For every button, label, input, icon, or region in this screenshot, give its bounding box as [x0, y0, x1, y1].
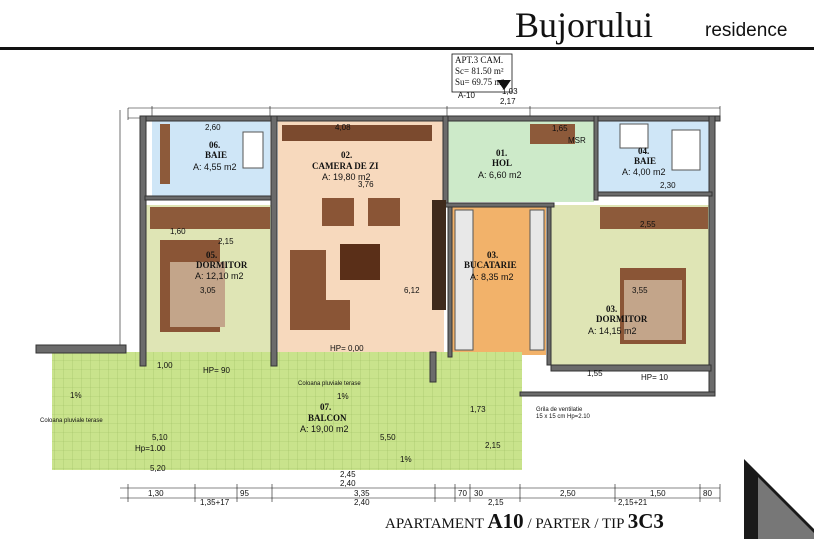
bottom-dimensions: 1,30 1,35+17 95 3,35 2,40 70 30 2,15 2,5… — [148, 489, 712, 507]
room-fill-hol — [444, 120, 532, 202]
note-hp90: HP= 90 — [203, 366, 230, 375]
note-grila-1: Grila de ventilatie — [536, 407, 583, 413]
bdim-250: 2,50 — [560, 489, 576, 498]
bdim-240: 2,40 — [354, 498, 370, 507]
room-02-num: 02. — [341, 150, 352, 160]
dim-305: 3,05 — [200, 286, 216, 295]
dim-520: 5,20 — [150, 464, 166, 473]
note-msr: MSR — [568, 136, 586, 145]
note-grila-2: 15 x 15 cm Hp=2.10 — [536, 414, 591, 420]
bdim-70: 70 — [458, 489, 467, 498]
room-labels: 06. BAIE A: 4,55 m2 02. CAMERA DE ZI A: … — [193, 140, 666, 434]
room-01-area: A: 6,60 m2 — [478, 170, 522, 180]
note-slope-3: 1% — [400, 455, 412, 464]
room-06-num: 06. — [209, 140, 220, 150]
walls — [35, 115, 721, 397]
dim-240: 2,40 — [340, 479, 356, 488]
project-subtitle: residence — [705, 20, 788, 41]
furniture — [150, 123, 708, 351]
bdim-95: 95 — [240, 489, 249, 498]
note-hp10: HP= 10 — [641, 373, 668, 382]
room-01-name: HOL — [492, 158, 512, 168]
room-03b-name: BUCATARIE — [464, 260, 517, 270]
dim-217: 2,17 — [500, 97, 516, 106]
dim-376: 3,76 — [358, 180, 374, 189]
bdim-80: 80 — [703, 489, 712, 498]
apartment-info-box: APT.3 CAM. Sc= 81.50 m² Su= 69.75 m² A-1… — [451, 53, 518, 106]
room-03b-num: 03. — [487, 250, 498, 260]
dim-160: 1,60 — [170, 227, 186, 236]
header-rule — [0, 47, 814, 50]
bdim-335: 3,35 — [354, 489, 370, 498]
note-hp000: HP= 0,00 — [330, 344, 364, 353]
dim-230: 2,30 — [660, 181, 676, 190]
apt-su: Su= 69.75 m² — [455, 77, 504, 87]
room-02-area: A: 19,80 m2 — [322, 172, 371, 182]
dim-408: 4,08 — [335, 123, 351, 132]
room-03d-num: 03. — [606, 304, 617, 314]
apt-sc: Sc= 81.50 m² — [455, 66, 504, 76]
note-coloana-1: Coloana pluviale terase — [298, 381, 361, 387]
room-03d-area: A: 14,15 m2 — [588, 326, 637, 336]
dim-173: 1,73 — [470, 405, 486, 414]
room-07-area: A: 19,00 m2 — [300, 424, 349, 434]
room-03d-name: DORMITOR — [596, 314, 648, 324]
header: Bujorului residence — [0, 0, 814, 52]
room-06-area: A: 4,55 m2 — [193, 162, 237, 172]
bdim-130: 1,30 — [148, 489, 164, 498]
caption-type: 3C3 — [627, 509, 664, 533]
room-05-num: 05. — [206, 250, 217, 260]
dim-245: 2,45 — [340, 470, 356, 479]
room-05-area: A: 12,10 m2 — [195, 271, 244, 281]
note-slope-1: 1% — [70, 391, 82, 400]
room-05-name: DORMITOR — [196, 260, 248, 270]
plan-notes: HP= 0,00 HP= 90 HP= 10 Hp=1.00 MSR Coloa… — [40, 136, 668, 464]
corner-decoration — [744, 459, 814, 539]
dim-612: 6,12 — [404, 286, 420, 295]
dim-355: 3,55 — [632, 286, 648, 295]
dim-255: 2,55 — [640, 220, 656, 229]
apartment-caption: APARTAMENT A10 / PARTER / TIP 3C3 — [385, 509, 664, 534]
dim-260: 2,60 — [205, 123, 221, 132]
room-04-area: A: 4,00 m2 — [622, 167, 666, 177]
note-slope-2: 1% — [337, 392, 349, 401]
room-01-num: 01. — [496, 148, 507, 158]
room-fill-balcon — [52, 352, 522, 470]
room-03b-area: A: 8,35 m2 — [470, 272, 514, 282]
dim-550: 5,50 — [380, 433, 396, 442]
bdim-215r: 2,15+21 — [618, 498, 648, 507]
room-07-name: BALCON — [308, 413, 347, 423]
bdim-150: 1,50 — [650, 489, 666, 498]
note-hp100: Hp=1.00 — [135, 444, 166, 453]
bdim-30: 30 — [474, 489, 483, 498]
dim-103: 1,03 — [502, 87, 518, 96]
section-arrow-icon — [497, 80, 511, 90]
caption-mid: / PARTER / TIP — [523, 516, 628, 532]
room-04-num: 04. — [638, 146, 649, 156]
room-02-name: CAMERA DE ZI — [312, 161, 379, 171]
room-04-name: BAIE — [634, 156, 656, 166]
dim-155: 1,55 — [587, 369, 603, 378]
room-06-name: BAIE — [205, 150, 227, 160]
dim-165: 1,65 — [552, 124, 568, 133]
dim-510: 5,10 — [152, 433, 168, 442]
room-fills — [52, 120, 712, 470]
dim-215b: 2,15 — [485, 441, 501, 450]
bdim-135: 1,35+17 — [200, 498, 230, 507]
dimension-texts: 4,08 2,60 1,65 2,30 2,55 3,55 1,55 1,60 … — [150, 123, 676, 488]
section-label: A-10 — [458, 91, 475, 100]
bdim-215: 2,15 — [488, 498, 504, 507]
dim-100: 1,00 — [157, 361, 173, 370]
caption-prefix: APARTAMENT — [385, 516, 488, 532]
caption-apt: A10 — [487, 509, 524, 533]
apt-rooms: APT.3 CAM. — [455, 55, 503, 65]
note-coloana-2: Coloana pluviale terase — [40, 418, 103, 424]
project-title: Bujorului — [515, 5, 654, 45]
dim-215: 2,15 — [218, 237, 234, 246]
room-07-num: 07. — [320, 402, 331, 412]
